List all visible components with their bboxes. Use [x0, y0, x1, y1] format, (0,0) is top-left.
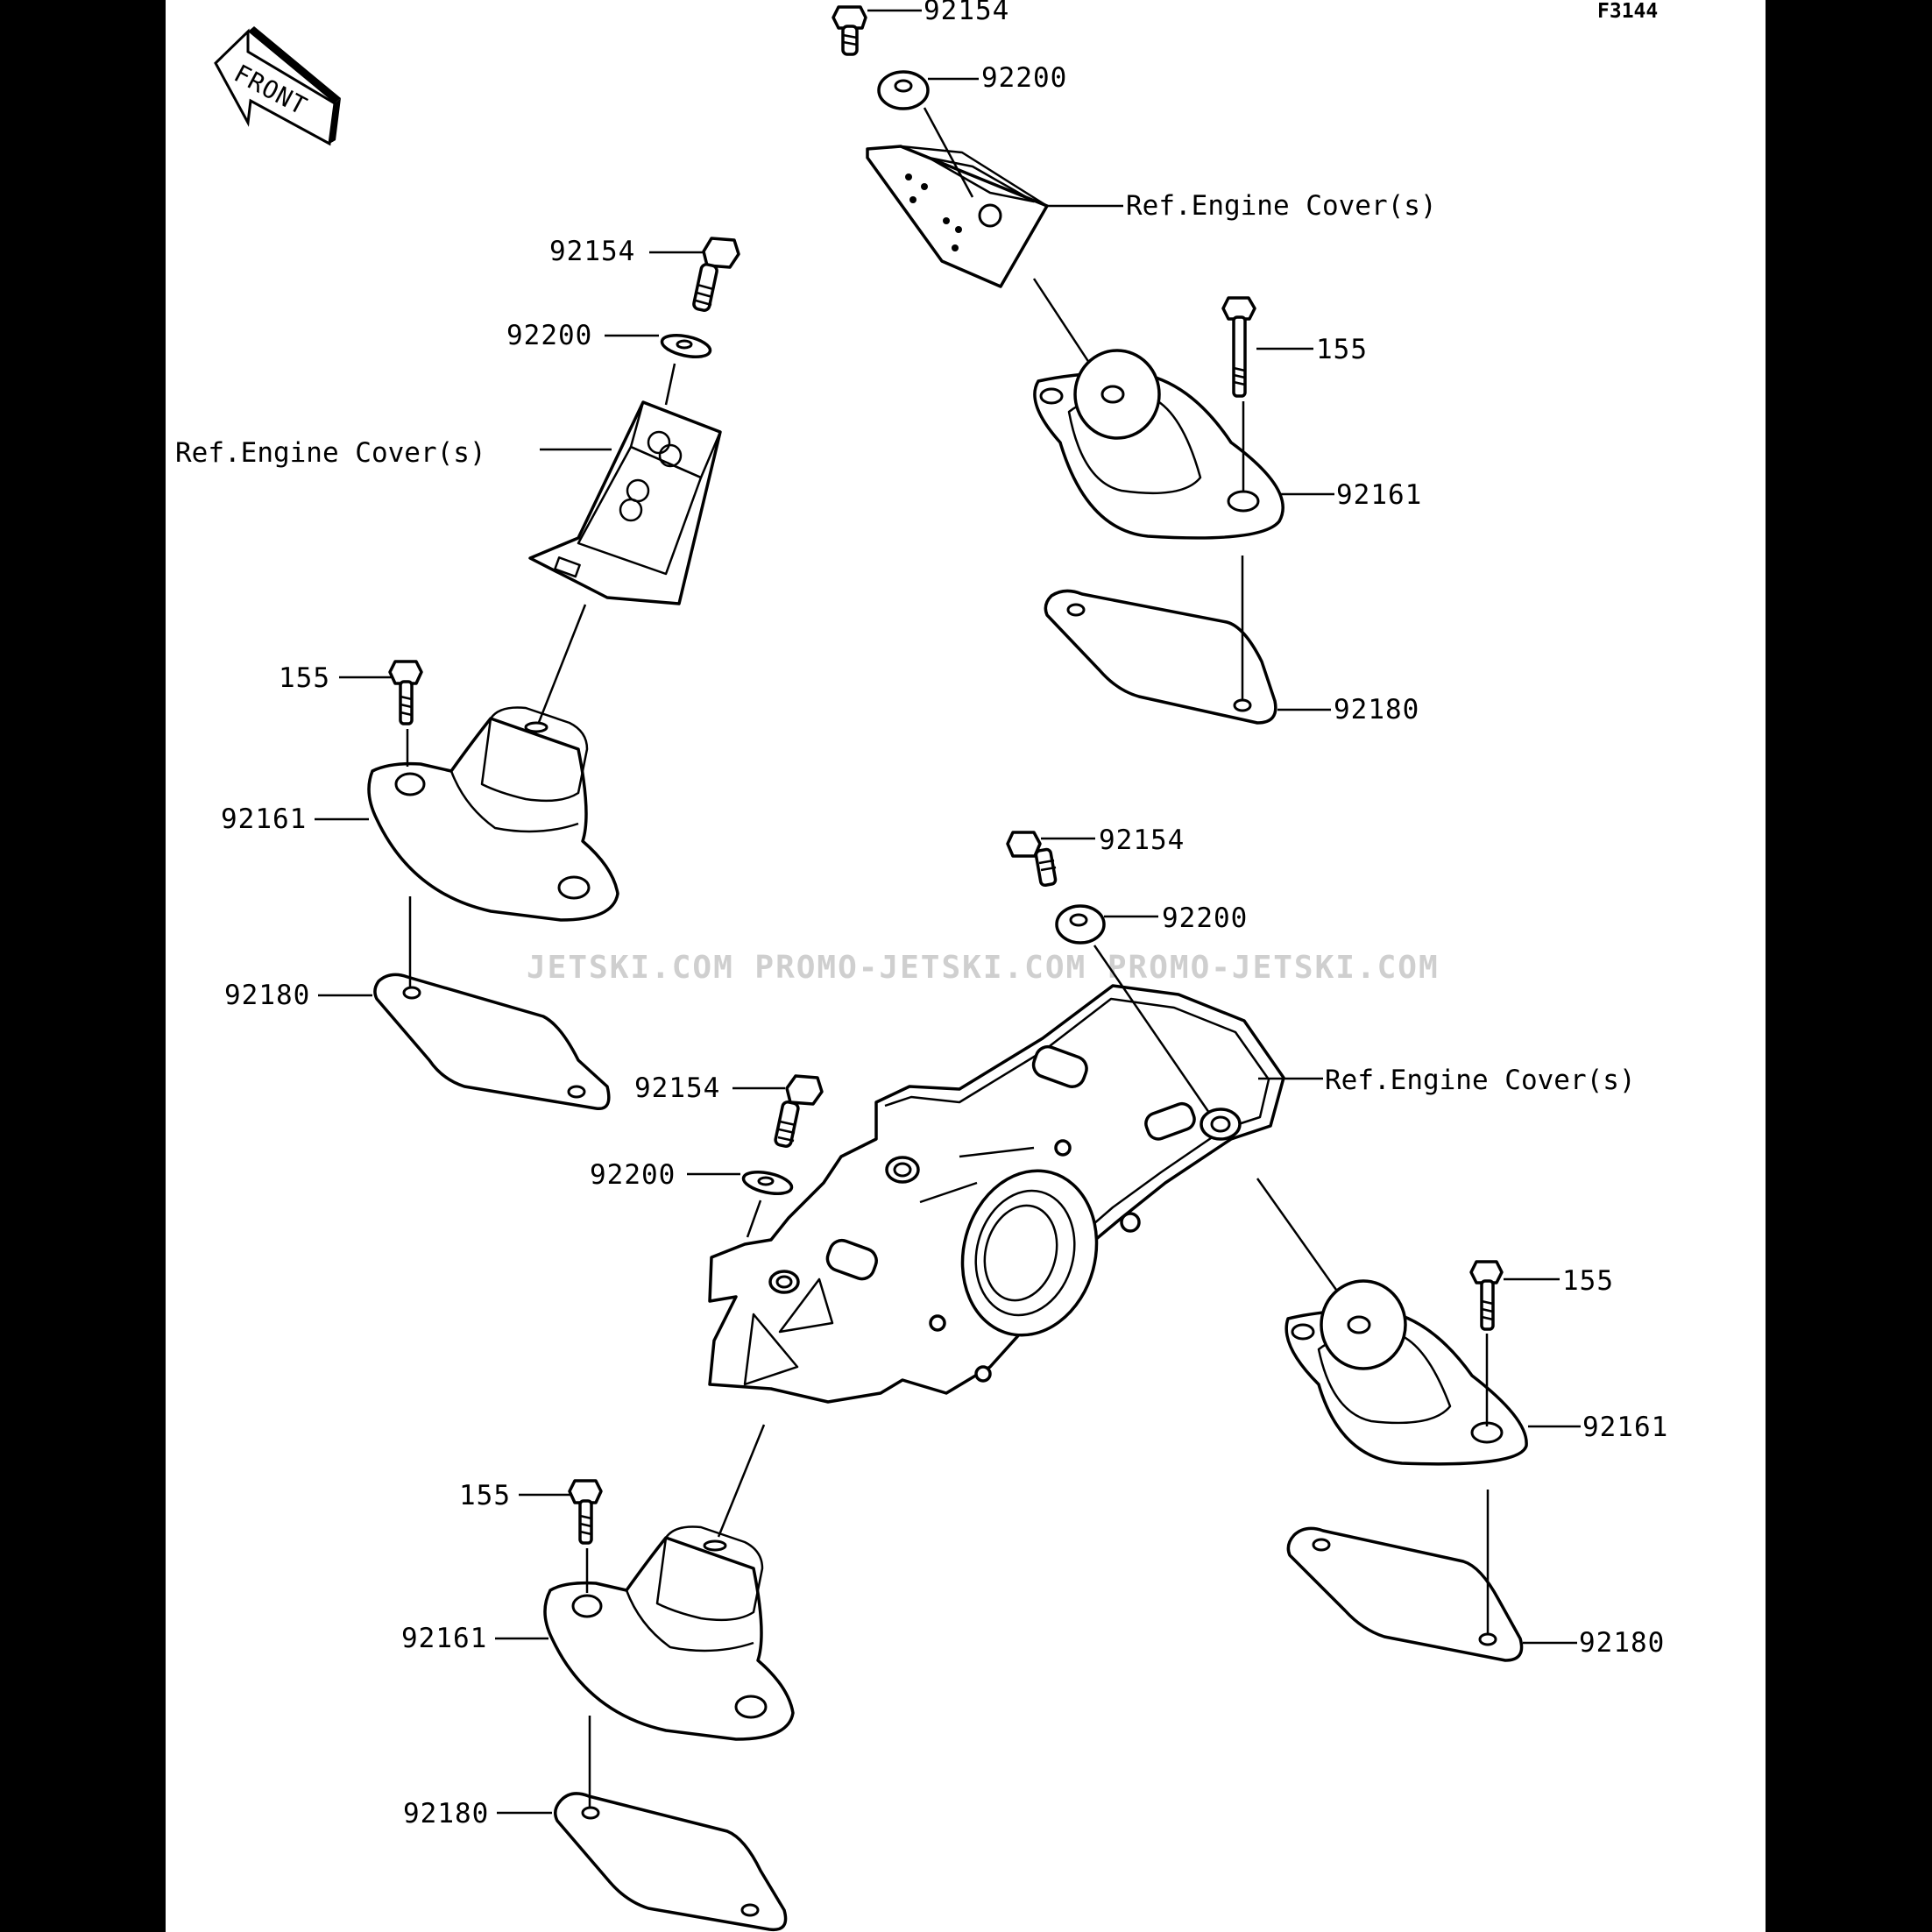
- label-left-ref: Ref.Engine Cover(s): [175, 437, 486, 469]
- center-bolt-92154: [1006, 831, 1058, 888]
- label-br-plate: 92180: [1579, 1627, 1665, 1659]
- front-arrow-icon: FRONT: [214, 26, 341, 146]
- tr-plate-92180: [1044, 589, 1277, 725]
- br-plate-92180: [1286, 1526, 1524, 1662]
- parts-diagram: F3144 FRONT JETSKI.COM PROMO-JETSKI.COM …: [175, 0, 1668, 1932]
- parts-diagram-sheet: F3144 FRONT JETSKI.COM PROMO-JETSKI.COM …: [166, 0, 1766, 1932]
- label-center-washer: 92200: [1162, 902, 1248, 934]
- label-tr-mount: 92161: [1336, 479, 1422, 511]
- label-bl-plate: 92180: [403, 1798, 489, 1829]
- label-top-ref: Ref.Engine Cover(s): [1126, 190, 1437, 222]
- top-engine-bracket: [866, 145, 1049, 288]
- label-br-bolt: 155: [1562, 1265, 1614, 1297]
- label-left-washer: 92200: [506, 320, 592, 351]
- watermark: JETSKI.COM PROMO-JETSKI.COM PROMO-JETSKI…: [527, 950, 1440, 986]
- ml-plate-92180: [373, 973, 611, 1111]
- left-washer-92200: [660, 334, 712, 358]
- figure-code: F3144: [1597, 0, 1658, 23]
- ml-engine-mount-92161: [367, 706, 619, 922]
- label-bl-mount: 92161: [401, 1623, 487, 1654]
- bl-plate-92180: [554, 1792, 788, 1932]
- label-ml-bolt: 155: [279, 662, 330, 694]
- left-engine-bracket: [528, 400, 722, 605]
- label-center-bolt: 92154: [1099, 824, 1185, 856]
- br-bolt-155: [1469, 1260, 1504, 1331]
- engine-cover: [708, 984, 1285, 1404]
- mid-washer-92200: [741, 1171, 794, 1195]
- label-top-washer: 92200: [981, 62, 1067, 94]
- tr-engine-mount-92161: [1033, 349, 1284, 540]
- label-mid-bolt: 92154: [634, 1072, 720, 1104]
- top-bolt-92154: [832, 5, 867, 56]
- label-ml-plate: 92180: [224, 980, 310, 1011]
- left-bolt-92154: [692, 237, 740, 312]
- bl-engine-mount-92161: [543, 1525, 795, 1741]
- label-top-bolt: 92154: [924, 0, 1009, 26]
- center-washer-92200: [1055, 904, 1106, 945]
- tr-bolt-155: [1221, 296, 1256, 398]
- label-center-ref: Ref.Engine Cover(s): [1325, 1065, 1636, 1096]
- label-tr-bolt: 155: [1316, 334, 1368, 365]
- label-mid-washer: 92200: [590, 1159, 676, 1191]
- mid-bolt-92154: [774, 1074, 824, 1148]
- top-washer-92200: [877, 70, 930, 110]
- label-br-mount: 92161: [1582, 1412, 1668, 1443]
- label-tr-plate: 92180: [1334, 694, 1419, 725]
- ml-bolt-155: [388, 660, 423, 725]
- label-left-bolt: 92154: [549, 236, 635, 267]
- bl-bolt-155: [568, 1479, 603, 1545]
- label-ml-mount: 92161: [221, 803, 307, 835]
- label-bl-bolt: 155: [459, 1480, 511, 1511]
- br-engine-mount-92161: [1284, 1279, 1528, 1466]
